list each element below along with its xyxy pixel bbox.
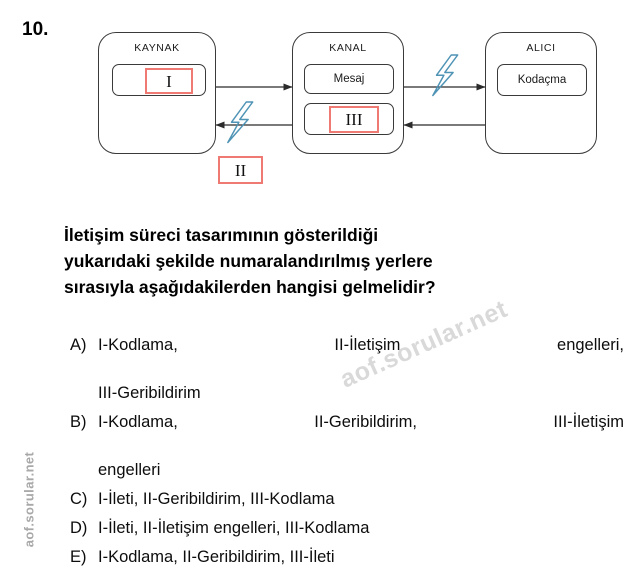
diagram-node-kanal: KANAL Mesaj III: [292, 32, 404, 154]
option-d[interactable]: D) I-İleti, II-İletişim engelleri, III-K…: [64, 516, 624, 540]
alici-slot-box: Kodaçma: [497, 64, 587, 96]
placeholder-roman-three: III: [329, 106, 379, 133]
option-b-line1: I-Kodlama, II-Geribildirim, III-İletişim: [98, 413, 624, 431]
option-c-text: I-İleti, II-Geribildirim, III-Kodlama: [98, 490, 335, 508]
option-b-letter: B): [70, 413, 87, 431]
node-title-kanal: KANAL: [329, 42, 367, 54]
diagram-node-alici: ALICI Kodaçma: [485, 32, 597, 154]
option-b-text: I-Kodlama, II-Geribildirim, III-İletişim…: [98, 410, 624, 482]
option-a-line2: III-Geribildirim: [98, 384, 201, 402]
option-c-letter: C): [70, 490, 88, 508]
kanal-slot-box: III: [304, 103, 394, 135]
question-prompt-line: yukarıdaki şekilde numaralandırılmış yer…: [64, 251, 433, 271]
option-c[interactable]: C) I-İleti, II-Geribildirim, III-Kodlama: [64, 487, 624, 511]
option-e[interactable]: E) I-Kodlama, II-Geribildirim, III-İleti: [64, 545, 624, 569]
answer-options-list: A) I-Kodlama, II-İletişim engelleri, III…: [64, 333, 624, 574]
watermark-side: aof.sorular.net: [21, 451, 37, 548]
lightning-bolt-icon: [432, 54, 459, 97]
question-prompt-line: sırasıyla aşağıdakilerden hangisi gelmel…: [64, 277, 436, 297]
option-a[interactable]: A) I-Kodlama, II-İletişim engelleri, III…: [64, 333, 624, 405]
option-b-line2: engelleri: [98, 461, 161, 479]
option-e-letter: E): [70, 548, 87, 566]
option-a-letter: A): [70, 336, 87, 354]
placeholder-roman-one: I: [145, 68, 193, 94]
option-e-text: I-Kodlama, II-Geribildirim, III-İleti: [98, 548, 335, 566]
option-b[interactable]: B) I-Kodlama, II-Geribildirim, III-İleti…: [64, 410, 624, 482]
kaynak-slot-box: I: [112, 64, 206, 96]
question-prompt: İletişim süreci tasarımının gösterildiği…: [64, 222, 620, 300]
question-prompt-line: İletişim süreci tasarımının gösterildiği: [64, 225, 379, 245]
lightning-bolt-icon: [227, 101, 254, 144]
option-a-line1: I-Kodlama, II-İletişim engelleri,: [98, 336, 624, 354]
option-a-text: I-Kodlama, II-İletişim engelleri, III-Ge…: [98, 333, 624, 405]
node-title-kaynak: KAYNAK: [134, 42, 180, 54]
option-d-text: I-İleti, II-İletişim engelleri, III-Kodl…: [98, 519, 370, 537]
option-d-letter: D): [70, 519, 88, 537]
diagram-node-kaynak: KAYNAK I: [98, 32, 216, 154]
communication-process-diagram: KAYNAK I KANAL Mesaj III ALICI Kodaçma I…: [0, 0, 640, 200]
kanal-message-box: Mesaj: [304, 64, 394, 94]
node-title-alici: ALICI: [526, 42, 556, 54]
placeholder-roman-two: II: [218, 156, 263, 184]
question-number: 10.: [22, 19, 49, 40]
